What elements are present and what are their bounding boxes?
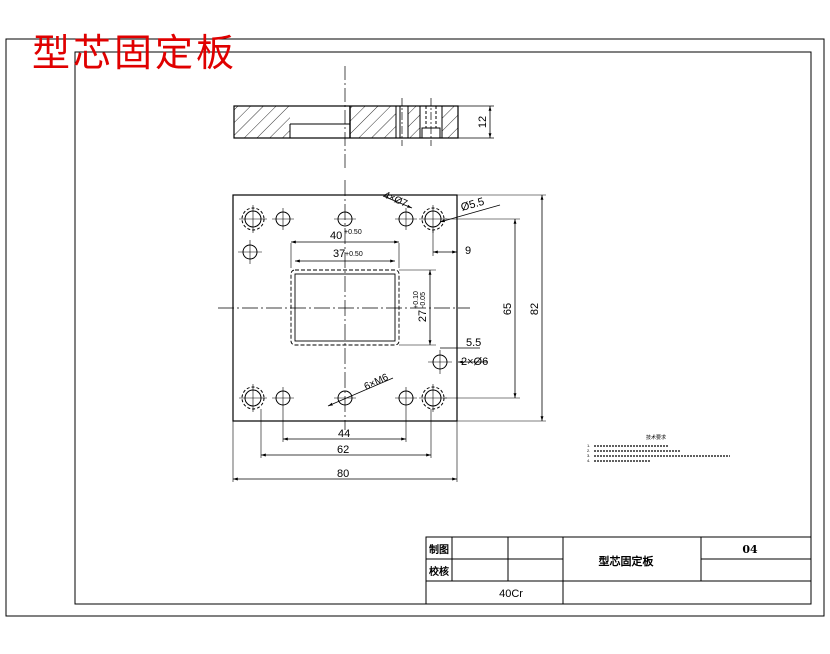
- drawn-by-label: 制图: [429, 543, 449, 556]
- dim-height-27: 27: [417, 310, 429, 322]
- title-block: 制图 校核 型芯固定板 04 40Cr: [425, 536, 812, 605]
- dim-tol-40: +0.50: [344, 229, 362, 236]
- dim-span-62: 62: [337, 444, 349, 456]
- drawing-title: 型芯固定板: [32, 31, 238, 75]
- technical-notes: 技术要求 1. 2. 3. 4.: [587, 434, 730, 463]
- dim-offset-5-5: 5.5: [466, 337, 481, 349]
- dim-hole-dia-small: Ø5.5: [460, 196, 486, 214]
- outer-border: [5, 38, 825, 617]
- hole-row-bottom: [239, 384, 447, 412]
- checked-by-label: 校核: [429, 565, 449, 578]
- dim-pin-holes: 2×Ø6: [461, 356, 488, 368]
- part-name: 型芯固定板: [599, 554, 655, 568]
- note-line-2: 2.: [587, 448, 590, 453]
- dim-span-65: 65: [502, 303, 514, 315]
- dim-width-40: 40: [330, 230, 342, 242]
- section-view: 12: [233, 66, 494, 168]
- dim-offset-9: 9: [465, 245, 471, 257]
- hole-row-top: [239, 205, 447, 233]
- drawing-number: 04: [742, 543, 758, 556]
- dim-hole-callout-top: 4×Ø7: [382, 190, 409, 210]
- dim-screw-holes: 6×M6: [363, 372, 391, 393]
- note-line-4: 4.: [587, 458, 590, 463]
- dim-thickness: 12: [477, 116, 489, 128]
- dim-span-80: 80: [337, 468, 349, 480]
- note-line-1: 1.: [587, 443, 590, 448]
- plan-view: 4×Ø7 Ø5.5 6×M6 40 +0.50 37 +0.50 27 +0.1…: [218, 180, 546, 482]
- dim-width-37: 37: [333, 248, 345, 260]
- dim-tol-27-lower: -0.05: [420, 292, 427, 308]
- dim-tol-27-upper: +0.10: [413, 291, 420, 309]
- dim-tol-37: +0.50: [345, 251, 363, 258]
- notes-heading: 技术要求: [646, 434, 666, 441]
- dim-span-44: 44: [338, 428, 350, 440]
- dim-span-82: 82: [529, 303, 541, 315]
- material-label: 40Cr: [499, 588, 523, 600]
- note-line-3: 3.: [587, 453, 590, 458]
